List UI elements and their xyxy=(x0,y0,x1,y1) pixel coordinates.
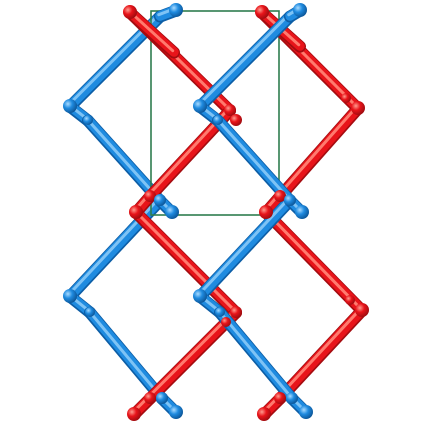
red-node xyxy=(144,392,156,404)
blue-node xyxy=(154,194,166,206)
red-node xyxy=(129,205,143,219)
red-rod xyxy=(130,206,242,319)
red-rod xyxy=(124,6,180,59)
red-node xyxy=(144,190,156,202)
red-rod xyxy=(274,304,368,405)
red-node xyxy=(127,407,141,421)
red-node xyxy=(351,101,365,115)
blue-rod xyxy=(194,194,296,303)
red-rod xyxy=(144,306,242,405)
blue-node xyxy=(286,392,298,404)
red-node xyxy=(230,114,242,126)
red-node xyxy=(274,190,286,202)
blue-rod xyxy=(214,306,298,405)
network-front-layer xyxy=(63,3,369,421)
blue-node xyxy=(169,405,183,419)
blue-node xyxy=(165,205,179,219)
blue-node xyxy=(169,3,183,17)
blue-node xyxy=(213,115,223,125)
blue-node xyxy=(295,205,309,219)
blue-node xyxy=(299,405,313,419)
blue-node xyxy=(156,392,168,404)
blue-rod xyxy=(212,114,296,207)
blue-rod xyxy=(194,10,296,113)
red-node xyxy=(345,295,355,305)
blue-rod xyxy=(84,306,168,405)
red-node xyxy=(355,303,369,317)
blue-node xyxy=(63,99,77,113)
red-node xyxy=(123,5,137,19)
red-node xyxy=(341,93,351,103)
red-node xyxy=(224,104,236,116)
blue-node xyxy=(193,99,207,113)
blue-node xyxy=(83,115,93,125)
blue-node xyxy=(63,289,77,303)
blue-node xyxy=(215,307,225,317)
red-node xyxy=(259,205,273,219)
blue-node xyxy=(85,307,95,317)
red-node xyxy=(221,317,231,327)
blue-node xyxy=(284,194,296,206)
blue-node xyxy=(293,3,307,17)
red-rod xyxy=(274,102,364,203)
blue-node xyxy=(193,289,207,303)
red-rod xyxy=(260,206,368,317)
red-node xyxy=(255,5,269,19)
red-node xyxy=(257,407,271,421)
unit-cell-outline xyxy=(150,10,280,216)
red-node xyxy=(230,306,242,318)
blue-rod xyxy=(82,114,166,207)
red-node xyxy=(274,392,286,404)
blue-rod xyxy=(64,194,166,303)
